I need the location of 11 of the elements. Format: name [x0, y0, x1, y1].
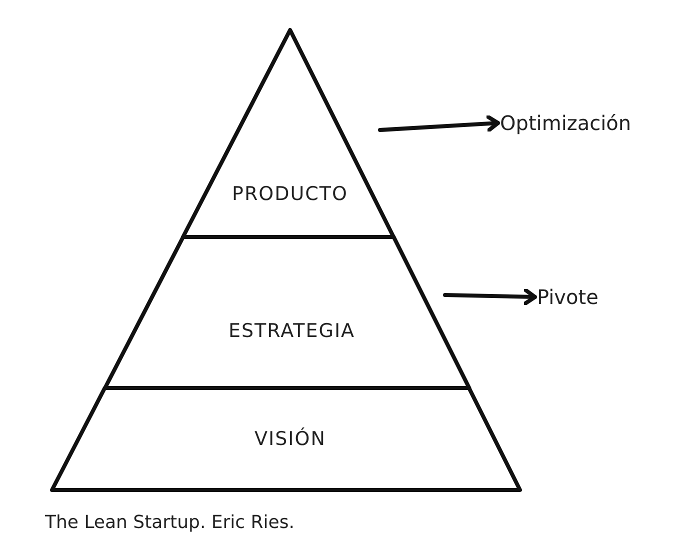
arrow [378, 114, 500, 133]
arrow-label: Pivote [537, 282, 617, 312]
arrow-label: Optimización [500, 108, 668, 138]
band-label: PRODUCTO [232, 183, 348, 205]
band-label: VISIÓN [254, 428, 326, 450]
pyramid-band [104, 237, 469, 388]
pyramid-band [182, 30, 394, 237]
caption: The Lean Startup. Eric Ries. [45, 512, 294, 533]
band-label: ESTRATEGIA [228, 320, 356, 342]
pyramid-band [52, 388, 520, 490]
arrow [443, 288, 537, 306]
